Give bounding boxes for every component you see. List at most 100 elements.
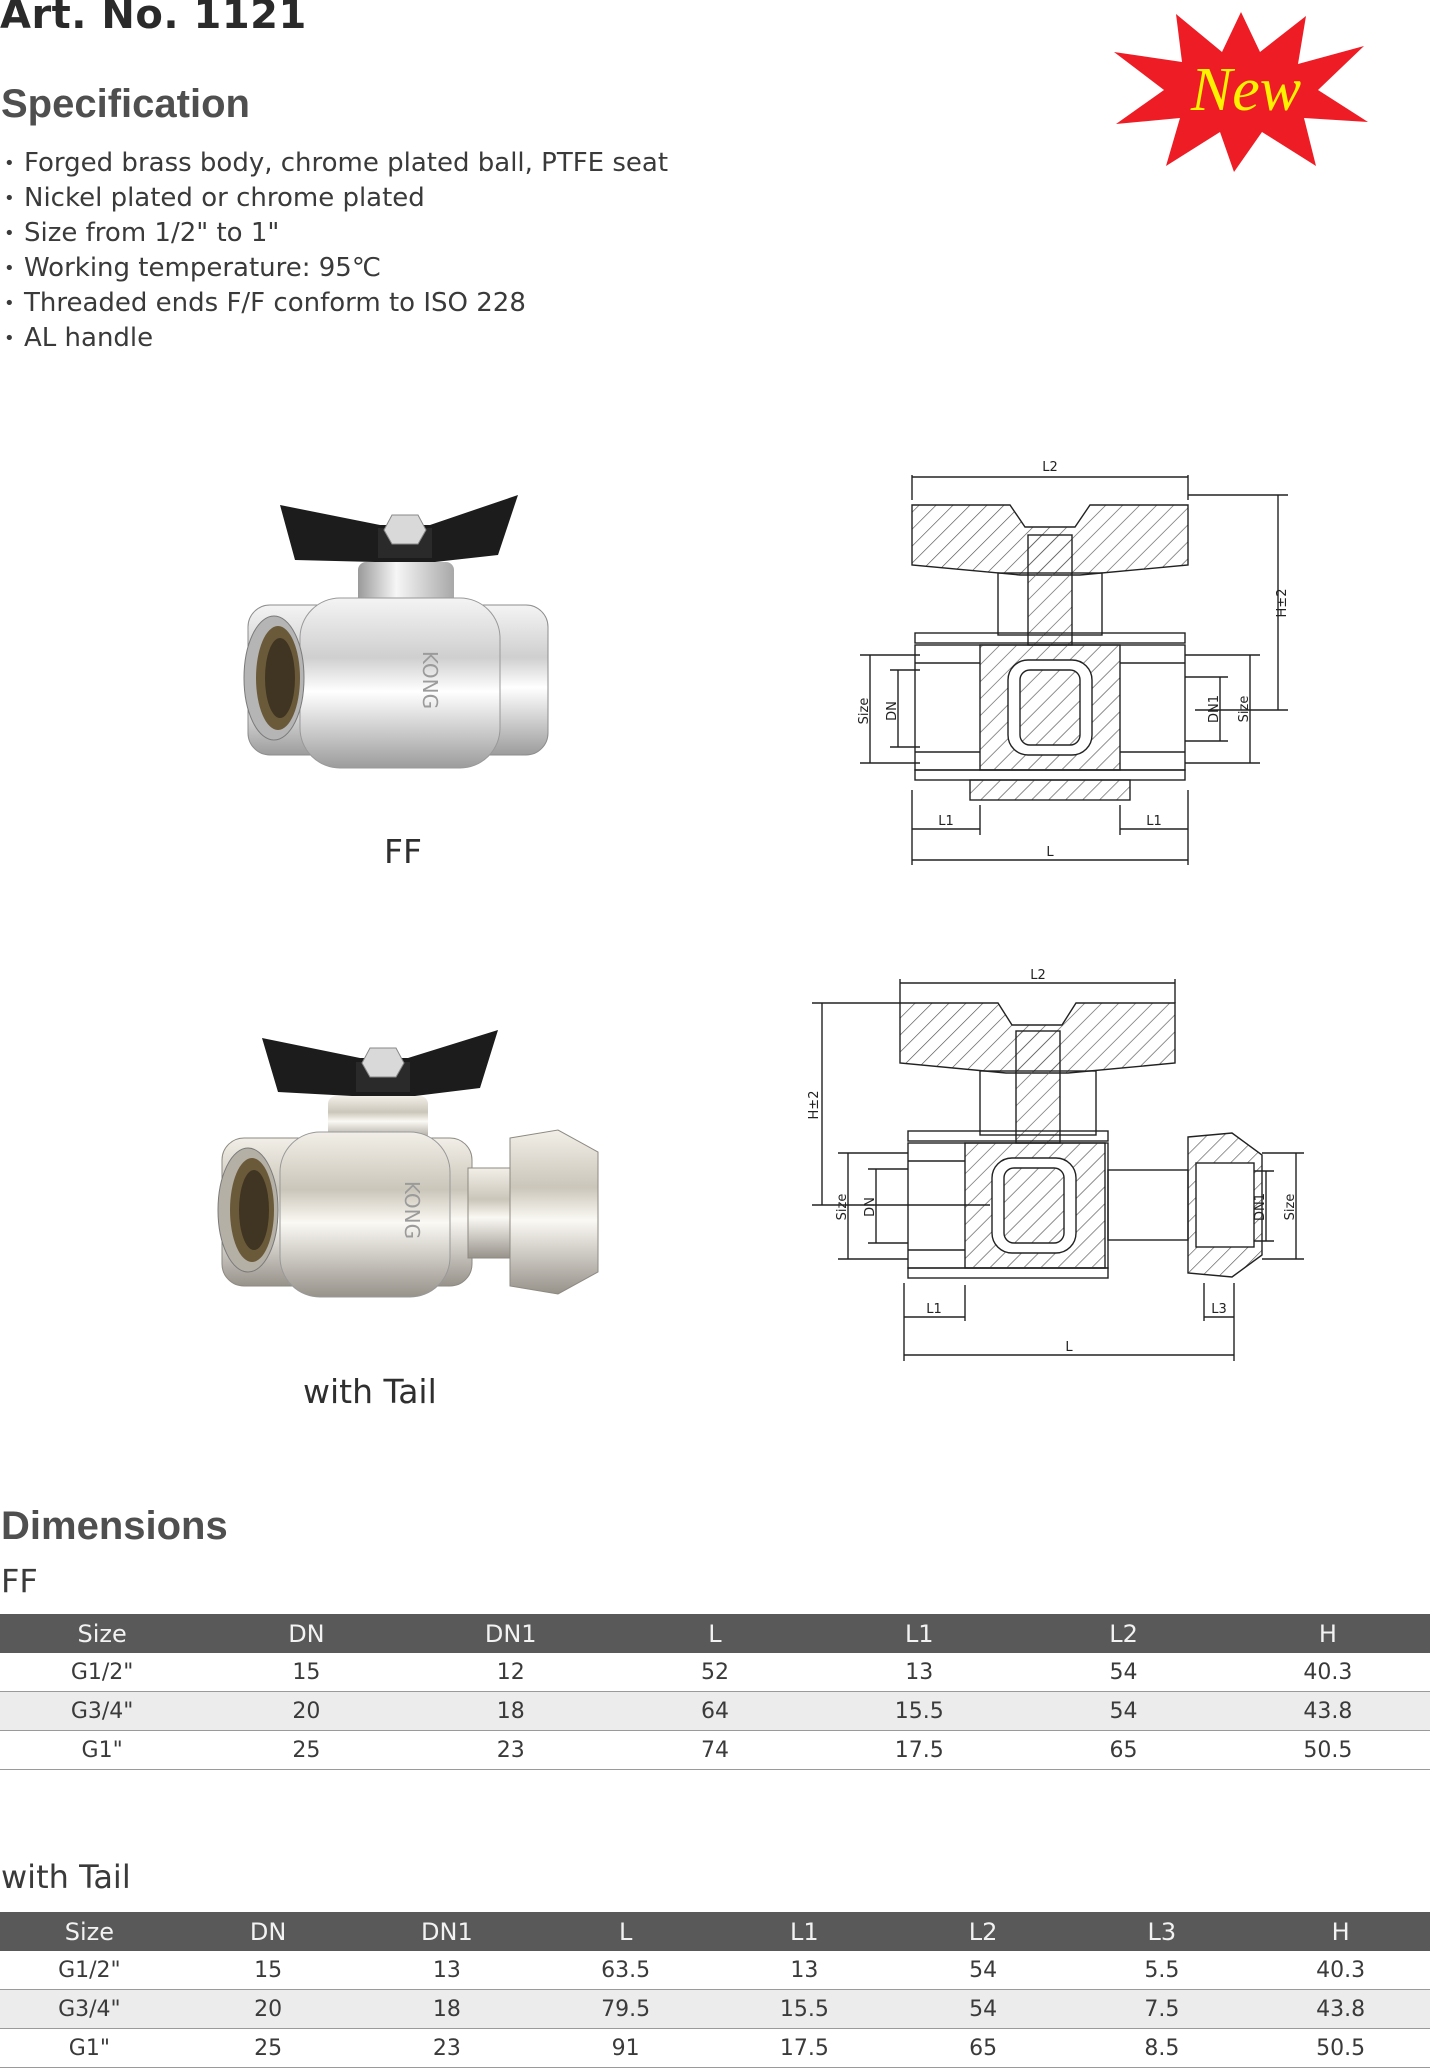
table-header-row: Size DN DN1 L L1 L2 H xyxy=(0,1614,1430,1653)
dim-label: L1 xyxy=(1146,814,1162,829)
dim-label: L2 xyxy=(1042,460,1058,475)
table-row: G3/4" 20 18 64 15.5 54 43.8 xyxy=(0,1691,1430,1731)
column-header: H xyxy=(1251,1912,1430,1951)
table-cell: 54 xyxy=(893,1951,1073,1990)
bullet-icon: • xyxy=(4,153,15,174)
dim-label: L2 xyxy=(1030,968,1046,983)
dimensions-heading: Dimensions xyxy=(1,1504,228,1548)
dim-label: DN xyxy=(863,1197,878,1217)
table-cell: 43.8 xyxy=(1251,1989,1430,2029)
column-header: L1 xyxy=(715,1912,894,1951)
ff-valve-photo: KONG xyxy=(243,495,549,769)
table-row: G1/2" 15 13 63.5 13 54 5.5 40.3 xyxy=(0,1951,1430,1990)
table-cell: 65 xyxy=(1021,1730,1226,1770)
spec-item: •AL handle xyxy=(0,321,668,356)
column-header: L2 xyxy=(1021,1614,1226,1653)
column-header: H xyxy=(1225,1614,1430,1653)
body-engraving: KONG xyxy=(418,651,442,709)
table-cell: 17.5 xyxy=(715,2028,894,2068)
dim-label: Size xyxy=(835,1194,850,1221)
spec-item: •Nickel plated or chrome plated xyxy=(0,181,668,216)
table-cell: 25 xyxy=(204,1730,409,1770)
dim-label: L1 xyxy=(938,814,954,829)
table-cell: 40.3 xyxy=(1251,1951,1430,1990)
dim-label: L xyxy=(1065,1340,1073,1355)
table-cell: 12 xyxy=(408,1653,613,1692)
column-header: L xyxy=(536,1912,715,1951)
table-cell: 23 xyxy=(357,2028,537,2068)
column-header: DN1 xyxy=(357,1912,537,1951)
ff-table-title: FF xyxy=(1,1562,38,1600)
starburst-shape xyxy=(1114,12,1368,172)
spec-item: •Forged brass body, chrome plated ball, … xyxy=(0,146,668,181)
table-cell: 91 xyxy=(536,2028,715,2068)
column-header: Size xyxy=(0,1912,179,1951)
bullet-icon: • xyxy=(4,258,15,279)
table-cell: 15 xyxy=(178,1951,358,1990)
table-cell: G1/2" xyxy=(0,1653,205,1692)
body-engraving: KONG xyxy=(400,1181,424,1239)
tail-valve-photo: KONG xyxy=(217,1030,599,1298)
ff-dimensions-table: Size DN DN1 L L1 L2 H G1/2" 15 12 52 13 … xyxy=(0,1614,1430,1770)
table-cell: G3/4" xyxy=(0,1989,179,2029)
bullet-icon: • xyxy=(4,188,15,209)
table-cell: 18 xyxy=(408,1691,613,1731)
table-cell: 54 xyxy=(893,1989,1073,2029)
column-header: DN xyxy=(178,1912,358,1951)
table-cell: 64 xyxy=(612,1691,818,1731)
table-header-row: Size DN DN1 L L1 L2 L3 H xyxy=(0,1912,1430,1951)
dim-label: H±2 xyxy=(1275,589,1290,618)
spec-item: •Working temperature: 95℃ xyxy=(0,251,668,286)
table-cell: 15 xyxy=(204,1653,409,1692)
column-header: L3 xyxy=(1072,1912,1252,1951)
ff-caption: FF xyxy=(384,832,422,871)
table-cell: 79.5 xyxy=(536,1989,715,2029)
tail-dimensions-table: Size DN DN1 L L1 L2 L3 H G1/2" 15 13 63.… xyxy=(0,1912,1430,2068)
table-row: G1" 25 23 91 17.5 65 8.5 50.5 xyxy=(0,2028,1430,2068)
table-cell: 54 xyxy=(1021,1653,1226,1692)
column-header: DN1 xyxy=(408,1614,613,1653)
dim-label: DN1 xyxy=(1207,695,1222,723)
specification-heading: Specification xyxy=(1,82,250,126)
table-cell: 13 xyxy=(715,1951,894,1990)
dim-label: H±2 xyxy=(807,1091,822,1120)
dim-label: DN xyxy=(885,701,900,721)
table-row: G1" 25 23 74 17.5 65 50.5 xyxy=(0,1730,1430,1770)
table-cell: 23 xyxy=(408,1730,613,1770)
bullet-icon: • xyxy=(4,223,15,244)
table-cell: 74 xyxy=(612,1730,818,1770)
table-cell: 7.5 xyxy=(1072,1989,1252,2029)
table-cell: 20 xyxy=(178,1989,358,2029)
table-cell: 13 xyxy=(357,1951,537,1990)
dim-label: Size xyxy=(1283,1194,1298,1221)
tail-table-title: with Tail xyxy=(1,1858,131,1896)
dim-label: Size xyxy=(857,698,872,725)
table-cell: 52 xyxy=(612,1653,818,1692)
column-header: L xyxy=(612,1614,818,1653)
table-cell: 63.5 xyxy=(536,1951,715,1990)
table-cell: 25 xyxy=(178,2028,358,2068)
table-cell: 13 xyxy=(817,1653,1022,1692)
spec-item: •Threaded ends F/F conform to ISO 228 xyxy=(0,286,668,321)
specification-list: •Forged brass body, chrome plated ball, … xyxy=(0,146,668,356)
bullet-icon: • xyxy=(4,293,15,314)
table-row: G1/2" 15 12 52 13 54 40.3 xyxy=(0,1653,1430,1692)
table-cell: 43.8 xyxy=(1225,1691,1430,1731)
table-cell: G1" xyxy=(0,2028,179,2068)
table-cell: 50.5 xyxy=(1251,2028,1430,2068)
table-cell: 15.5 xyxy=(715,1989,894,2029)
table-cell: 50.5 xyxy=(1225,1730,1430,1770)
table-cell: G3/4" xyxy=(0,1691,205,1731)
table-cell: 5.5 xyxy=(1072,1951,1252,1990)
dim-label: L xyxy=(1046,845,1054,860)
tail-caption: with Tail xyxy=(303,1372,437,1411)
article-number: Art. No. 1121 xyxy=(0,0,307,38)
table-cell: 18 xyxy=(357,1989,537,2029)
new-badge: New xyxy=(1114,12,1368,172)
dim-label: L3 xyxy=(1211,1302,1227,1317)
spec-item: •Size from 1/2" to 1" xyxy=(0,216,668,251)
column-header: DN xyxy=(204,1614,409,1653)
table-cell: 65 xyxy=(893,2028,1073,2068)
table-cell: 8.5 xyxy=(1072,2028,1252,2068)
table-cell: 17.5 xyxy=(817,1730,1022,1770)
